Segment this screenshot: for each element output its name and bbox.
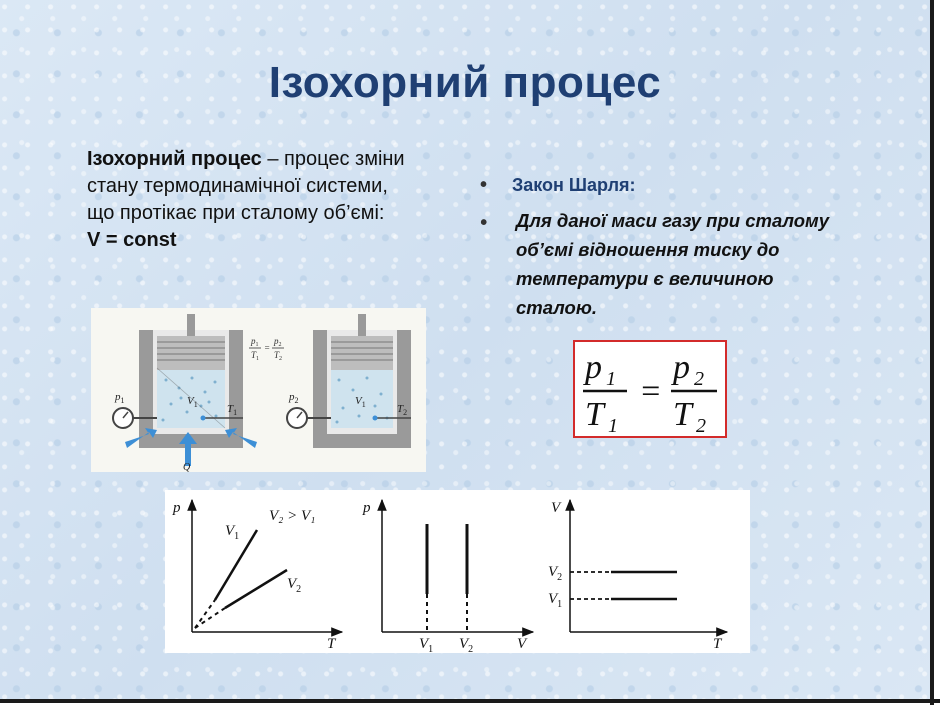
svg-text:T2: T2 <box>274 350 282 362</box>
svg-text:=: = <box>264 343 270 353</box>
formula-left-num: p <box>583 349 602 386</box>
slide-edge-right <box>930 0 934 705</box>
pV-x-axis-label: V <box>517 636 528 652</box>
svg-text:p1: p1 <box>250 336 259 348</box>
formula-left-den-sub: 1 <box>608 415 618 436</box>
definition-text: Ізохорний процес – процес зміни стану те… <box>87 146 417 254</box>
apparatus-svg: V1 p1 T1 Q p1 <box>112 314 411 473</box>
process-graphs: p T V1 V2 V₂ > V₁ p V V1 <box>165 490 750 655</box>
pT-y-axis-label: p <box>172 500 181 516</box>
left-temp-label: T1 <box>227 403 237 417</box>
pT-x-axis-label: T <box>327 636 337 652</box>
slide-edge-bottom <box>0 699 940 703</box>
formula-right-den-sub: 2 <box>696 415 706 436</box>
definition-term: Ізохорний процес <box>87 148 262 170</box>
formula-equals: = <box>639 373 662 410</box>
svg-text:T1: T1 <box>251 350 259 362</box>
formula-right-num: p <box>671 349 690 386</box>
pV-tick2-label: V2 <box>459 636 473 653</box>
slide-title: Ізохорний процес <box>268 58 662 107</box>
left-pressure-label: p1 <box>114 391 125 405</box>
VT-level1-label: V1 <box>548 591 562 610</box>
left-cylinder: V1 p1 T1 Q <box>112 314 257 473</box>
pT-relation-label: V₂ > V₁ <box>269 508 315 524</box>
formula-right-num-sub: 2 <box>694 368 704 390</box>
VT-y-axis-label: V <box>551 500 562 516</box>
right-temp-label: T2 <box>397 403 407 417</box>
pV-tick1-label: V1 <box>419 636 433 653</box>
pT-line2-label: V2 <box>287 576 301 595</box>
law-statement: Для даної маси газу при сталому об’ємі в… <box>480 206 840 322</box>
definition-body: – процес зміни стану термодинамічної сис… <box>87 148 405 224</box>
charles-formula: p 1 T 1 = p 2 T 2 <box>573 340 727 438</box>
heat-label: Q <box>183 462 191 472</box>
right-volume-label: V1 <box>355 395 366 409</box>
right-cylinder: V1 p2 T2 <box>286 314 411 448</box>
heat-arrows <box>125 428 257 466</box>
formula-left-num-sub: 1 <box>606 368 616 390</box>
apparatus-equation: p1 T1 = p2 T2 <box>249 336 284 362</box>
graph-pV: p V V1 V2 <box>362 498 535 655</box>
formula-left-den: T <box>585 396 606 433</box>
graphs-svg: p T V1 V2 V₂ > V₁ p V V1 <box>172 498 729 655</box>
formula-right-den: T <box>673 396 694 433</box>
right-pressure-label: p2 <box>288 391 299 405</box>
definition-formula: V = const <box>87 229 177 251</box>
law-name: Закон Шарля: <box>480 170 840 200</box>
pV-y-axis-label: p <box>362 500 371 516</box>
svg-text:p2: p2 <box>273 336 282 348</box>
law-list: Закон Шарля: Для даної маси газу при ста… <box>480 170 840 322</box>
left-volume-label: V1 <box>187 395 198 409</box>
charles-formula-svg: p 1 T 1 = p 2 T 2 <box>583 349 717 437</box>
VT-x-axis-label: T <box>713 636 723 652</box>
graph-VT: V T V2 V1 <box>548 498 729 652</box>
VT-level2-label: V2 <box>548 564 562 583</box>
pT-line1-label: V1 <box>225 523 239 542</box>
graph-pT: p T V1 V2 V₂ > V₁ <box>172 498 344 652</box>
apparatus-illustration: V1 p1 T1 Q p1 <box>91 308 426 473</box>
